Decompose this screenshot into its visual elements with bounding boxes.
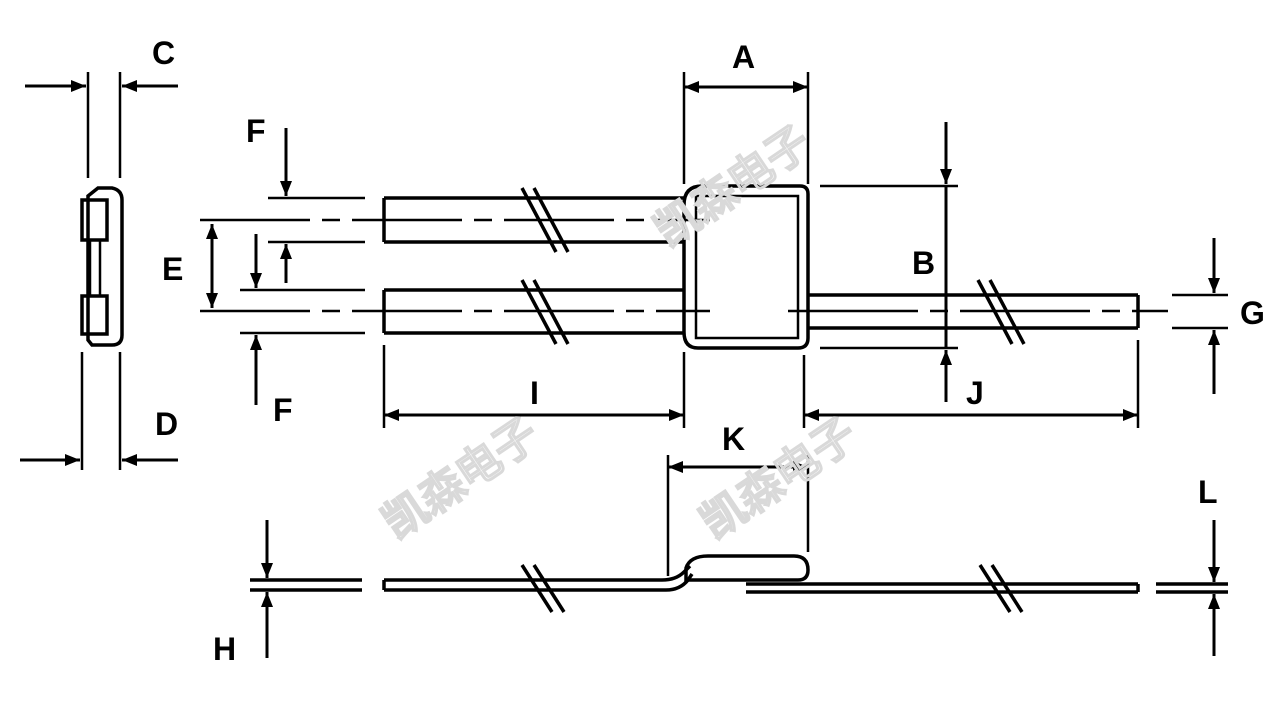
label-H: H bbox=[213, 631, 236, 667]
profile-view bbox=[250, 455, 1228, 658]
watermark-2: 凯森电子 bbox=[374, 408, 548, 549]
watermark-3: 凯森电子 bbox=[692, 408, 866, 549]
label-D: D bbox=[155, 406, 178, 442]
label-I: I bbox=[530, 375, 539, 411]
label-G: G bbox=[1240, 295, 1265, 331]
label-C: C bbox=[152, 35, 175, 71]
label-F-top: F bbox=[246, 113, 266, 149]
label-K: K bbox=[722, 421, 745, 457]
top-view bbox=[200, 72, 1228, 428]
label-E: E bbox=[162, 251, 183, 287]
label-L: L bbox=[1198, 474, 1218, 510]
label-F-bottom: F bbox=[273, 392, 293, 428]
label-A: A bbox=[732, 39, 755, 75]
side-view bbox=[20, 72, 178, 470]
label-J: J bbox=[966, 375, 984, 411]
label-B: B bbox=[912, 245, 935, 281]
